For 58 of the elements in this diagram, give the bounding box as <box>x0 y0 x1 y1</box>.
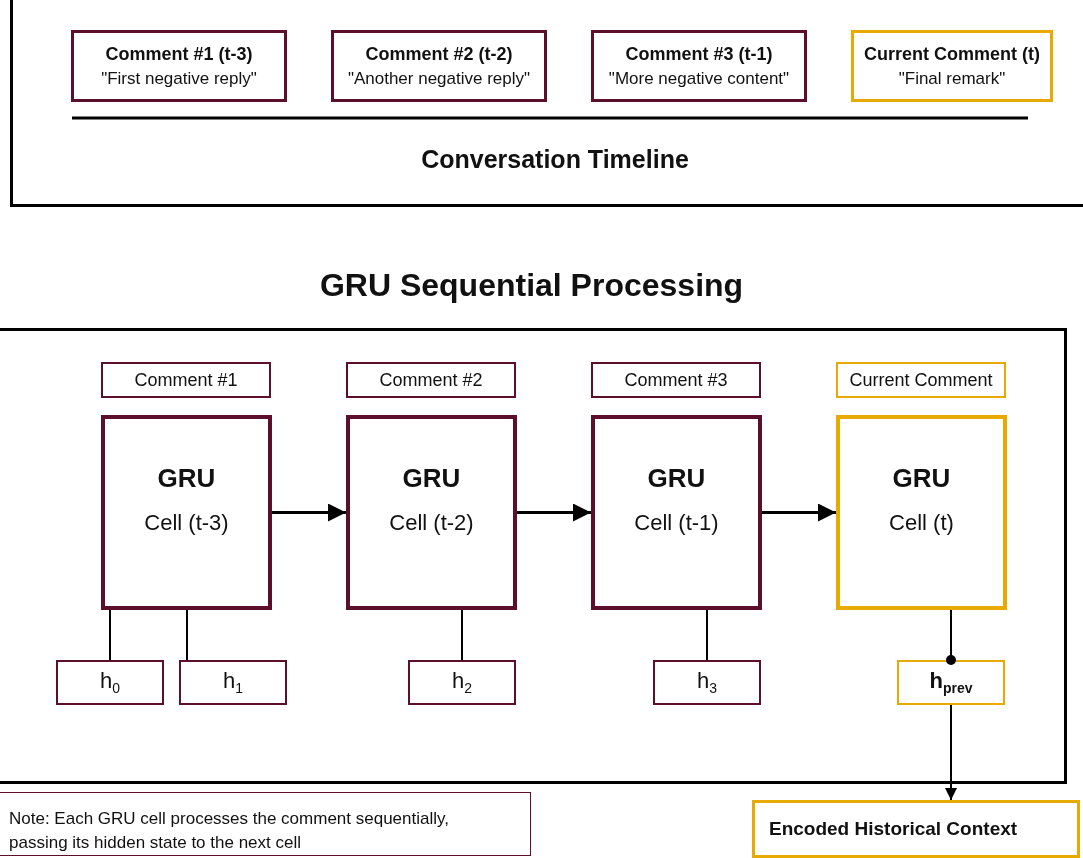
gru-cell <box>346 415 517 610</box>
connector-line <box>706 609 708 661</box>
input-label-text: Current Comment <box>849 369 993 391</box>
output-label: Encoded Historical Context <box>769 818 1018 840</box>
cell-title: GRU <box>402 463 461 494</box>
cell-title: GRU <box>157 463 216 494</box>
panel-heading: GRU Sequential Processing <box>318 267 745 304</box>
hidden-state-label: h$_{0}$ <box>99 668 120 697</box>
cell-title: GRU <box>892 463 951 494</box>
comment-title: Current Comment (t) <box>864 43 1040 65</box>
cell-label: Cell (t-1) <box>634 510 719 536</box>
panel <box>10 0 1083 207</box>
cell-label: Cell (t) <box>889 510 954 536</box>
panel-heading: Conversation Timeline <box>420 145 690 174</box>
note-text: Note: Each GRU cell processes the comment sequentially, passing its hidden state to the next cell <box>9 808 450 854</box>
connector-line <box>946 609 956 665</box>
hidden-state-box <box>179 660 287 705</box>
comment-quote: "More negative content" <box>608 68 790 89</box>
gru-cell <box>591 415 762 610</box>
note-box <box>0 792 531 856</box>
hidden-state-box <box>408 660 516 705</box>
input-label <box>346 362 516 398</box>
comment-title: Comment #1 (t-3) <box>105 43 253 65</box>
comment-card <box>331 30 547 102</box>
comment-quote: "Final remark" <box>898 68 1006 89</box>
hidden-state-label: h$_{1}$ <box>222 668 243 697</box>
connector-line <box>186 609 188 661</box>
input-label-text: Comment #2 <box>379 369 483 391</box>
cell-label: Cell (t-3) <box>144 510 229 536</box>
hidden-state-box <box>897 660 1005 705</box>
input-label <box>101 362 271 398</box>
connector-line <box>461 609 463 661</box>
input-label-text: Comment #1 <box>134 369 238 391</box>
arrow <box>945 704 957 801</box>
comment-card <box>851 30 1053 102</box>
hidden-state-label: h$_{3}$ <box>696 668 717 697</box>
comment-card <box>71 30 287 102</box>
connector-line <box>109 609 111 661</box>
input-label <box>591 362 761 398</box>
hidden-state-label: h$_{prev}$ <box>929 668 973 697</box>
arrow <box>272 503 346 522</box>
hidden-state-label: h$_{2}$ <box>451 668 472 697</box>
input-label-text: Comment #3 <box>624 369 728 391</box>
output-box <box>752 800 1080 858</box>
arrow <box>517 503 591 522</box>
comment-title: Comment #3 (t-1) <box>625 43 773 65</box>
comment-title: Comment #2 (t-2) <box>365 43 513 65</box>
comment-card <box>591 30 807 102</box>
hidden-state-box <box>56 660 164 705</box>
comment-quote: "Another negative reply" <box>347 68 531 89</box>
input-label <box>836 362 1006 398</box>
hidden-state-box <box>653 660 761 705</box>
arrow <box>762 503 836 522</box>
cell-title: GRU <box>647 463 706 494</box>
gru-cell <box>101 415 272 610</box>
cell-label: Cell (t-2) <box>389 510 474 536</box>
comment-quote: "First negative reply" <box>101 68 257 89</box>
gru-cell <box>836 415 1007 610</box>
